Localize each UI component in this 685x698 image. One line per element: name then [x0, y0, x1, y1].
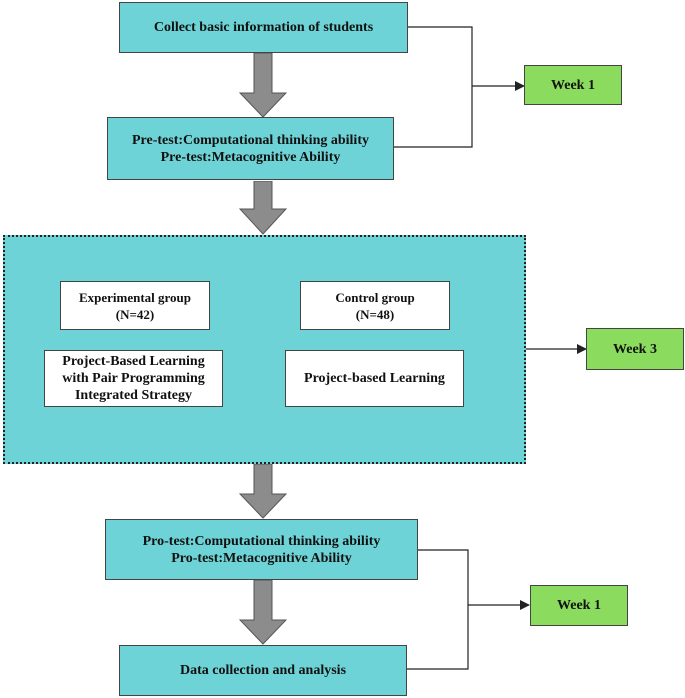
experimental-strategy-line1: Project-Based Learning — [62, 354, 205, 369]
experimental-strategy-line2: with Pair Programming — [62, 371, 205, 386]
control-group-count: (N=48) — [355, 306, 395, 322]
down-arrow-icon — [239, 181, 287, 235]
experimental-strategy-line3: Integrated Strategy — [74, 388, 193, 403]
experimental-group-box: Experimental group (N=42) — [60, 281, 210, 330]
collect-info-box: Collect basic information of students — [119, 2, 408, 53]
week3-label: Week 3 — [613, 341, 657, 357]
experimental-group-count: (N=42) — [115, 306, 155, 322]
protest-ct-label: Pro-test:Computational thinking ability — [142, 533, 381, 549]
pretest-box: Pre-test:Computational thinking ability … — [107, 117, 394, 180]
week1-top-label: Week 1 — [551, 77, 595, 93]
week1-bottom-badge: Week 1 — [530, 585, 628, 626]
control-group-box: Control group (N=48) — [300, 281, 450, 330]
week1-bottom-connector — [407, 549, 530, 670]
protest-box: Pro-test:Computational thinking ability … — [105, 519, 418, 580]
week1-bottom-label: Week 1 — [557, 598, 601, 613]
week1-top-connector — [394, 26, 525, 148]
experimental-group-label: Experimental group — [78, 289, 192, 305]
down-arrow-icon — [239, 53, 287, 118]
intervention-panel — [3, 235, 526, 464]
week3-badge: Week 3 — [586, 328, 684, 370]
analysis-box: Data collection and analysis — [119, 645, 407, 696]
collect-info-label: Collect basic information of students — [153, 20, 374, 35]
pretest-meta-label: Pre-test:Metacognitive Ability — [160, 149, 341, 165]
control-group-label: Control group — [335, 289, 415, 305]
protest-meta-label: Pro-test:Metacognitive Ability — [171, 550, 352, 566]
analysis-label: Data collection and analysis — [179, 663, 347, 678]
down-arrow-icon — [239, 580, 287, 645]
week1-top-badge: Week 1 — [524, 65, 622, 105]
control-strategy-box: Project-based Learning — [285, 350, 464, 407]
down-arrow-icon — [239, 464, 287, 519]
pretest-ct-label: Pre-test:Computational thinking ability — [132, 132, 369, 148]
experimental-strategy-box: Project-Based Learning with Pair Program… — [44, 350, 223, 407]
control-strategy-label: Project-based Learning — [304, 371, 445, 386]
